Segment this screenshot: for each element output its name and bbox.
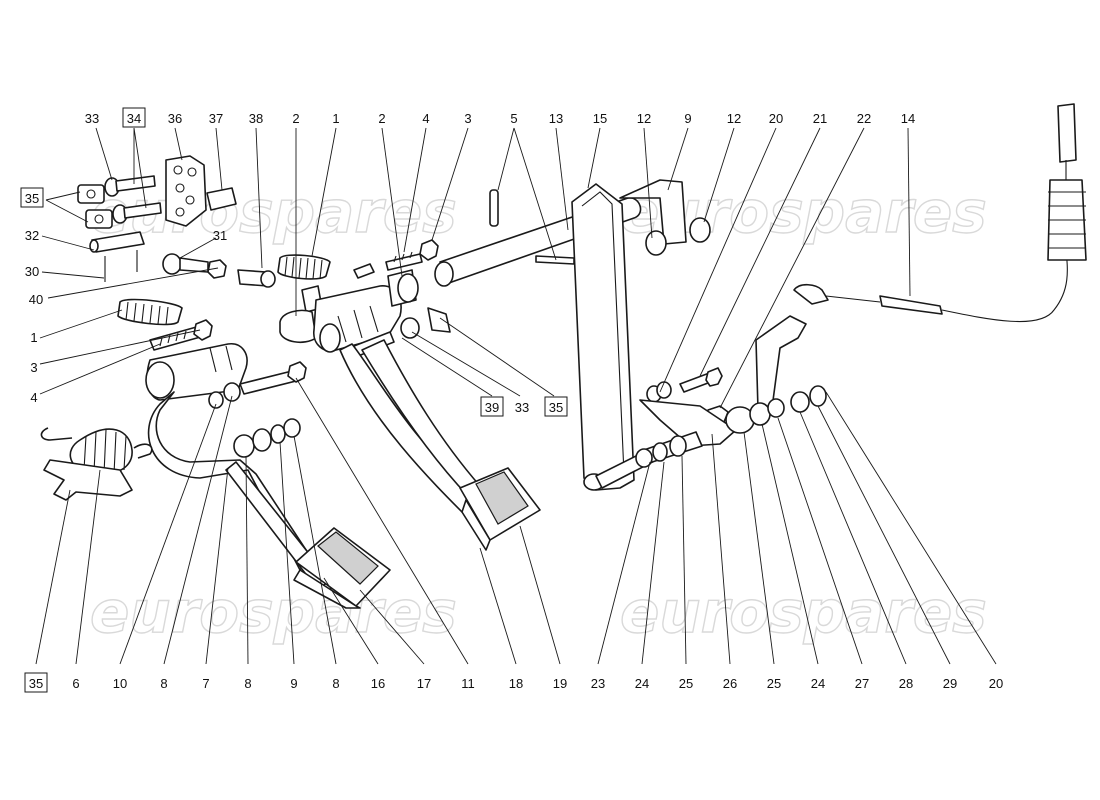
callout-4-left: 4 <box>30 390 37 405</box>
callout-2-top-a: 2 <box>292 111 299 126</box>
callout-27-bottom: 27 <box>855 676 869 691</box>
callout-28-bottom: 28 <box>899 676 913 691</box>
callout-8-bottom-a: 8 <box>160 676 167 691</box>
clutch-pedal-pad <box>293 527 391 609</box>
callout-34-box <box>122 107 146 128</box>
callout-39-box <box>480 396 504 417</box>
callout-33-mid: 33 <box>515 400 529 415</box>
callout-35-mid-box <box>544 396 568 417</box>
callout-6-bottom: 6 <box>72 676 79 691</box>
callout-17-bottom: 17 <box>417 676 431 691</box>
callout-12-top-b: 12 <box>727 111 741 126</box>
callout-15-top: 15 <box>593 111 607 126</box>
callout-4-top: 4 <box>422 111 429 126</box>
callout-36-top: 36 <box>168 111 182 126</box>
over-center-spring <box>40 427 153 501</box>
part-drawings <box>40 103 1087 609</box>
callout-13-top: 13 <box>549 111 563 126</box>
callout-39-mid: 39 <box>485 400 499 415</box>
callout-38-top: 38 <box>249 111 263 126</box>
callout-20-bottom: 20 <box>989 676 1003 691</box>
callout-18-bottom: 18 <box>509 676 523 691</box>
leader-lines <box>35 127 997 665</box>
callout-8-bottom-b: 8 <box>244 676 251 691</box>
bolt-nut-spacer <box>162 253 276 288</box>
callout-35-left-box <box>20 187 44 208</box>
callout-40-left: 40 <box>29 292 43 307</box>
callout-7-bottom: 7 <box>202 676 209 691</box>
callout-23-bottom: 23 <box>591 676 605 691</box>
callout-34-top: 34 <box>127 111 141 126</box>
callout-2-top-b: 2 <box>378 111 385 126</box>
callout-16-bottom: 16 <box>371 676 385 691</box>
callout-32-left: 32 <box>25 228 39 243</box>
pedal-pins-top <box>385 239 439 271</box>
callout-11-bottom: 11 <box>461 676 475 691</box>
callout-10-bottom: 10 <box>113 676 127 691</box>
callout-3-top: 3 <box>464 111 471 126</box>
return-springs <box>117 254 331 326</box>
callout-labels: 33 34 36 37 38 2 1 2 4 3 5 13 15 12 9 12… <box>20 107 1003 693</box>
callout-25-bottom-b: 25 <box>767 676 781 691</box>
pedal-bushings-left <box>208 361 307 458</box>
callout-25-bottom-a: 25 <box>679 676 693 691</box>
bracket-group-top-left <box>77 155 237 282</box>
callout-9-bottom: 9 <box>290 676 297 691</box>
callout-31-left: 31 <box>213 228 227 243</box>
accelerator-linkage <box>635 315 827 468</box>
callout-22-top: 22 <box>857 111 871 126</box>
callout-26-bottom: 26 <box>723 676 737 691</box>
callout-24-bottom-b: 24 <box>811 676 825 691</box>
callout-35-left: 35 <box>25 191 39 206</box>
accelerator-pedal-arm <box>571 179 711 491</box>
watermarks: eurospares eurospares eurospares eurospa… <box>89 177 987 646</box>
callout-5-top: 5 <box>510 111 517 126</box>
callout-24-bottom-a: 24 <box>635 676 649 691</box>
callout-19-bottom: 19 <box>553 676 567 691</box>
callout-1-top: 1 <box>332 111 339 126</box>
brake-pedal-arm <box>339 339 541 551</box>
callout-8-bottom-c: 8 <box>332 676 339 691</box>
callout-1-left: 1 <box>30 330 37 345</box>
watermark-bottom-right: eurospares <box>620 578 987 646</box>
throttle-cable <box>793 103 1087 323</box>
callout-12-top-a: 12 <box>637 111 651 126</box>
callout-35-bottom: 35 <box>29 676 43 691</box>
callout-33-top: 33 <box>85 111 99 126</box>
callout-21-top: 21 <box>813 111 827 126</box>
callout-14-top: 14 <box>901 111 915 126</box>
callout-37-top: 37 <box>209 111 223 126</box>
callout-3-left: 3 <box>30 360 37 375</box>
watermark-bottom-left: eurospares <box>90 578 457 646</box>
callout-20-top: 20 <box>769 111 783 126</box>
callout-35-mid: 35 <box>549 400 563 415</box>
clutch-pedal-housing <box>145 343 331 591</box>
callout-29-bottom: 29 <box>943 676 957 691</box>
callout-30-left: 30 <box>25 264 39 279</box>
callout-35-bottom-box <box>24 672 48 693</box>
callout-9-top: 9 <box>684 111 691 126</box>
